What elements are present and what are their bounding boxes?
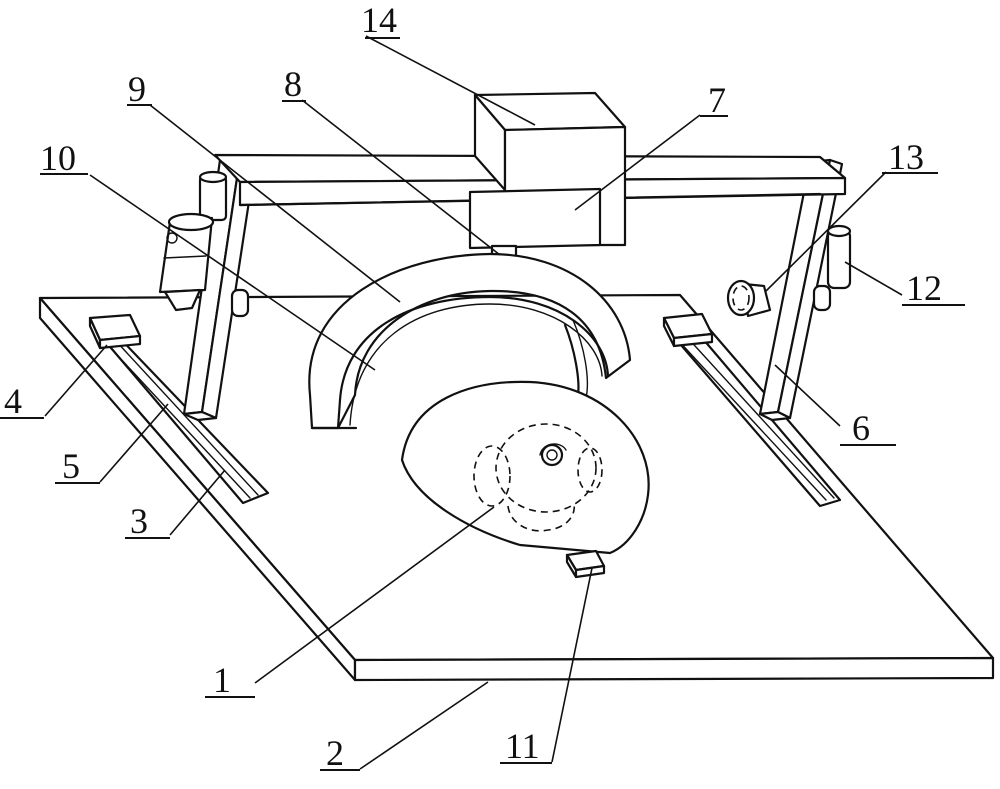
head-model (400, 380, 650, 555)
label-8: 8 (284, 64, 302, 104)
label-4: 4 (4, 381, 22, 421)
arc-guide (563, 319, 589, 399)
label-10: 10 (40, 138, 76, 178)
sensor-box (565, 549, 606, 579)
label-3: 3 (130, 501, 148, 541)
left-slider (88, 313, 142, 350)
label-7: 7 (708, 80, 726, 120)
left-lift-cylinder (158, 170, 250, 318)
label-5: 5 (62, 446, 80, 486)
right-slider (662, 312, 714, 348)
label-6: 6 (852, 408, 870, 448)
right-support-column (758, 158, 844, 422)
camera-sensor (726, 279, 772, 318)
label-11: 11 (505, 726, 540, 766)
label-9: 9 (128, 69, 146, 109)
reference-labels: 14 8 9 10 7 13 12 6 4 5 3 1 2 11 (4, 0, 942, 773)
label-13: 13 (888, 137, 924, 177)
label-2: 2 (326, 733, 344, 773)
label-1: 1 (213, 660, 231, 700)
label-14: 14 (361, 0, 397, 40)
label-12: 12 (906, 268, 942, 308)
leader-lines (44, 35, 903, 770)
mount-block (468, 187, 602, 250)
right-lift-cylinder (812, 224, 852, 312)
label-underlines (0, 37, 965, 771)
